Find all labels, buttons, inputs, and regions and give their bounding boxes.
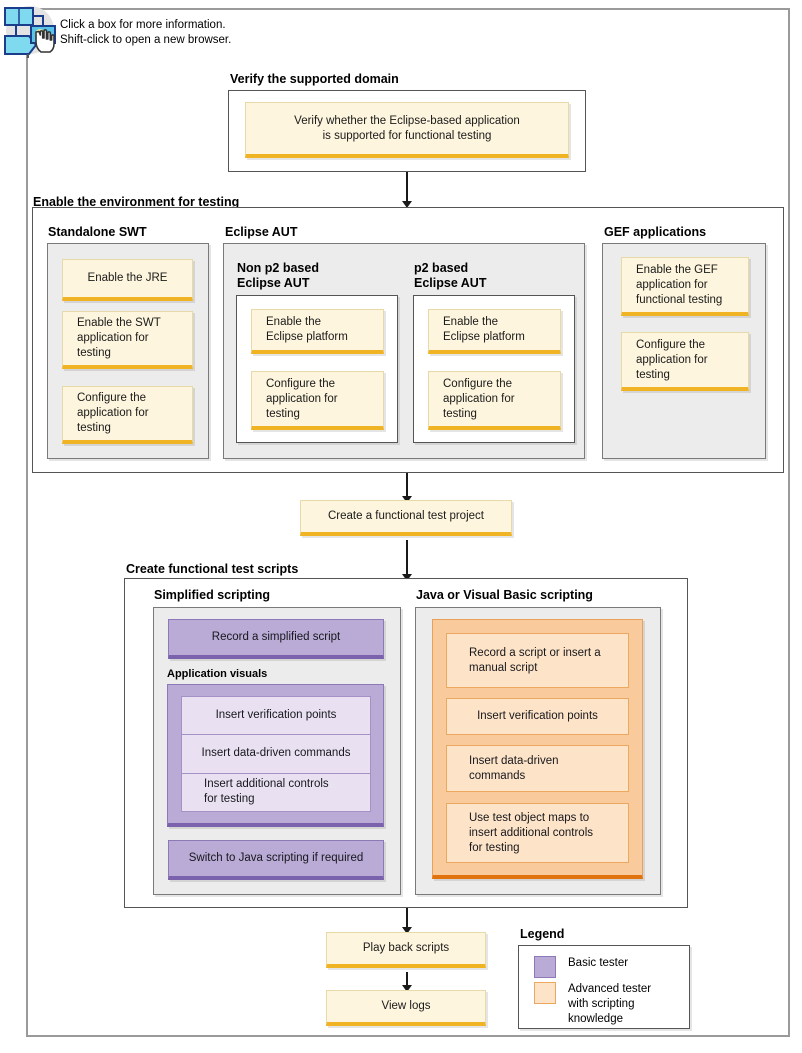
non-p2-title: Non p2 based Eclipse AUT	[237, 261, 319, 290]
hint-icon-badge	[2, 2, 58, 58]
node-gef-configure-app-label: Configure the application for testing	[636, 338, 708, 381]
legend-swatch-basic-tester	[534, 956, 556, 978]
node-swt-configure-app[interactable]: Configure the application for testing	[62, 386, 193, 444]
node-play-back-scripts[interactable]: Play back scripts	[326, 932, 486, 968]
legend-swatch-advanced-tester	[534, 982, 556, 1004]
node-record-or-manual-script-label: Record a script or insert a manual scrip…	[469, 646, 601, 674]
enable-env-title: Enable the environment for testing	[33, 195, 240, 209]
node-insert-data-driven-java[interactable]: Insert data-driven commands	[446, 745, 629, 792]
eclipse-aut-title: Eclipse AUT	[225, 225, 298, 239]
node-record-simplified-script[interactable]: Record a simplified script	[168, 619, 384, 659]
node-insert-additional-controls-simplified[interactable]: Insert additional controls for testing	[182, 774, 370, 811]
connector-playback-to-logs	[406, 972, 408, 990]
arrowhead-enable-env	[402, 201, 412, 208]
gef-title: GEF applications	[604, 225, 707, 239]
hint-text: Click a box for more information. Shift-…	[60, 19, 232, 46]
node-view-logs[interactable]: View logs	[326, 990, 486, 1026]
node-nonp2-configure-app-label: Configure the application for testing	[266, 377, 338, 420]
node-nonp2-enable-platform[interactable]: Enable the Eclipse platform	[251, 309, 384, 354]
node-gef-configure-app[interactable]: Configure the application for testing	[621, 332, 749, 391]
connector-project-to-scripts	[406, 540, 408, 580]
arrowhead-view-logs	[402, 985, 412, 992]
node-verify-supported[interactable]: Verify whether the Eclipse-based applica…	[245, 102, 569, 158]
connector-enable-to-project	[406, 473, 408, 501]
node-create-test-project-label: Create a functional test project	[328, 510, 484, 522]
node-use-test-object-maps-label: Use test object maps to insert additiona…	[469, 811, 594, 854]
legend-label-advanced-tester: Advanced tester with scripting knowledge	[568, 983, 652, 1025]
node-gef-enable-app[interactable]: Enable the GEF application for functiona…	[621, 257, 749, 316]
node-insert-data-driven-simplified-label: Insert data-driven commands	[201, 747, 351, 760]
node-nonp2-configure-app[interactable]: Configure the application for testing	[251, 371, 384, 430]
node-use-test-object-maps[interactable]: Use test object maps to insert additiona…	[446, 803, 629, 863]
arrowhead-create-scripts	[402, 574, 412, 581]
flowchart-hand-cursor-icon	[4, 7, 56, 58]
diagram-outer-frame	[26, 8, 790, 1037]
node-switch-to-java-scripting-label: Switch to Java scripting if required	[188, 852, 364, 864]
simplified-scripting-title: Simplified scripting	[154, 588, 270, 602]
arrowhead-create-project	[402, 496, 412, 503]
node-p2-configure-app[interactable]: Configure the application for testing	[428, 371, 561, 430]
node-view-logs-label: View logs	[381, 1000, 431, 1012]
node-insert-verification-points-java[interactable]: Insert verification points	[446, 698, 629, 735]
node-enable-swt-app-label: Enable the SWT application for testing	[77, 317, 161, 359]
node-p2-enable-platform[interactable]: Enable the Eclipse platform	[428, 309, 561, 354]
verify-domain-title: Verify the supported domain	[230, 72, 399, 86]
node-create-test-project[interactable]: Create a functional test project	[300, 500, 512, 536]
create-scripts-title: Create functional test scripts	[126, 562, 299, 576]
legend-title: Legend	[520, 927, 565, 941]
node-insert-data-driven-simplified[interactable]: Insert data-driven commands	[182, 735, 370, 774]
node-enable-jre-label: Enable the JRE	[87, 272, 168, 284]
node-swt-configure-app-label: Configure the application for testing	[77, 392, 149, 434]
arrowhead-playback	[402, 927, 412, 934]
application-visuals-title: Application visuals	[167, 668, 268, 680]
node-insert-verification-points-simplified[interactable]: Insert verification points	[182, 697, 370, 736]
node-insert-verification-points-simplified-label: Insert verification points	[215, 709, 337, 722]
node-enable-swt-app[interactable]: Enable the SWT application for testing	[62, 311, 193, 369]
node-insert-additional-controls-simplified-label: Insert additional controls for testing	[204, 778, 329, 806]
node-verify-supported-label: Verify whether the Eclipse-based applica…	[294, 114, 520, 142]
legend-item-advanced-tester: Advanced tester with scripting knowledge	[534, 982, 651, 1027]
node-enable-jre[interactable]: Enable the JRE	[62, 259, 193, 301]
node-insert-data-driven-java-label: Insert data-driven commands	[469, 754, 559, 782]
connector-verify-to-enable	[406, 172, 408, 206]
node-insert-verification-points-java-label: Insert verification points	[477, 710, 598, 722]
node-record-or-manual-script[interactable]: Record a script or insert a manual scrip…	[446, 633, 629, 688]
java-vb-scripting-title: Java or Visual Basic scripting	[416, 588, 593, 602]
node-p2-configure-app-label: Configure the application for testing	[443, 377, 515, 420]
node-gef-enable-app-label: Enable the GEF application for functiona…	[636, 263, 723, 306]
connector-scripts-to-playback	[406, 908, 408, 932]
standalone-swt-title: Standalone SWT	[48, 225, 147, 239]
node-p2-enable-platform-label: Enable the Eclipse platform	[443, 316, 525, 343]
node-nonp2-enable-platform-label: Enable the Eclipse platform	[266, 316, 348, 343]
p2-title: p2 based Eclipse AUT	[414, 261, 487, 290]
application-visuals-stack: Insert verification points Insert data-d…	[181, 696, 371, 812]
node-switch-to-java-scripting[interactable]: Switch to Java scripting if required	[168, 840, 384, 880]
legend-item-basic-tester: Basic tester	[534, 956, 628, 978]
node-record-simplified-script-label: Record a simplified script	[211, 631, 341, 643]
legend-label-basic-tester: Basic tester	[568, 957, 629, 969]
node-play-back-scripts-label: Play back scripts	[362, 942, 450, 954]
